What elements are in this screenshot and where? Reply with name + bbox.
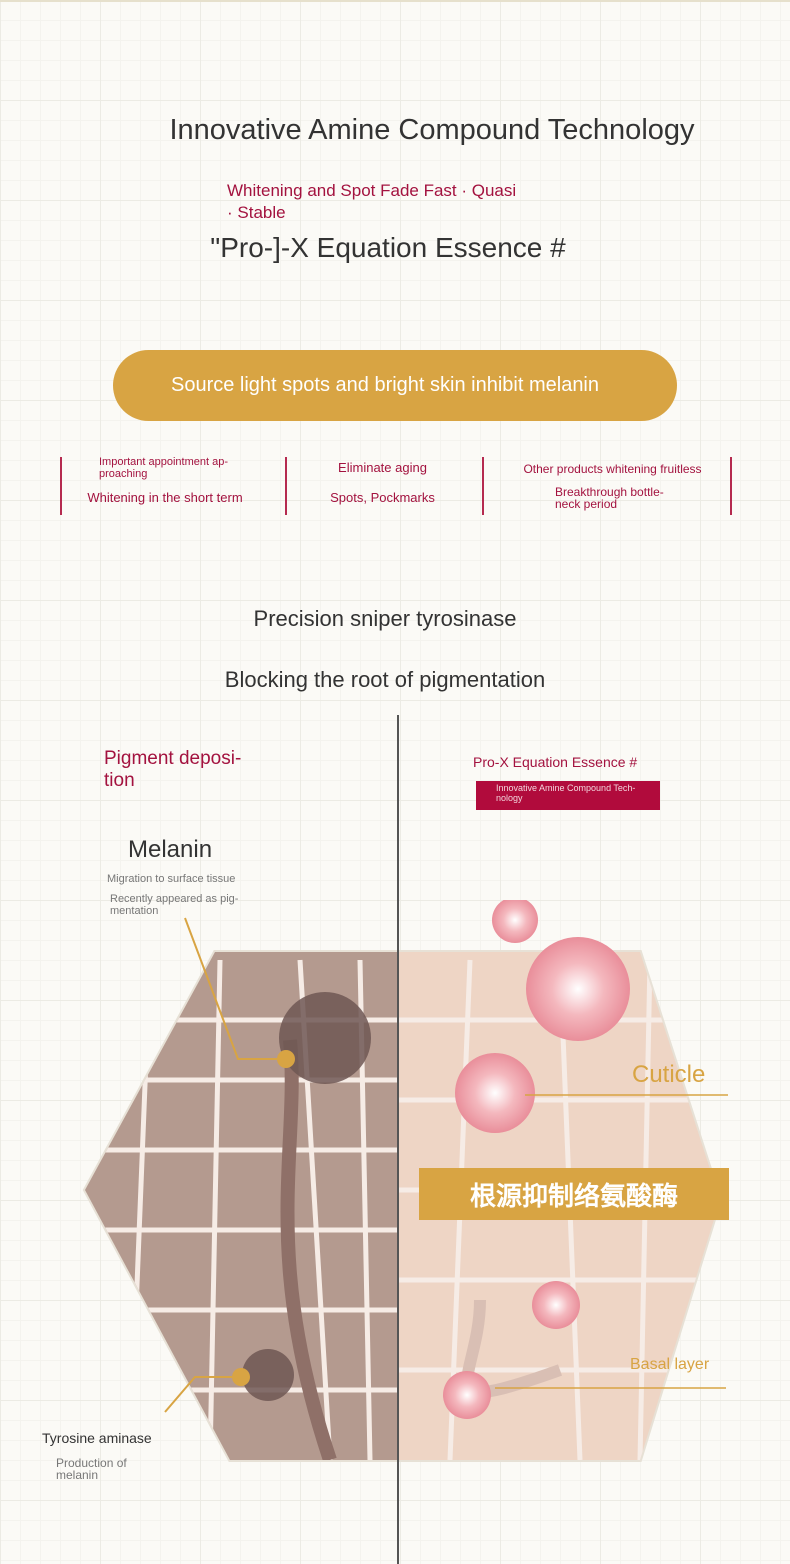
cuticle-label: Cuticle xyxy=(632,1061,706,1088)
feature-3-bottom: Breakthrough bottle-neck period xyxy=(555,485,664,511)
subtitle: Whitening and Spot Fade Fast · Quasi · St… xyxy=(227,180,567,224)
section-line-2: Blocking the root of pigmentation xyxy=(224,667,546,692)
feature-2-top: Eliminate aging xyxy=(338,460,427,475)
basal-layer-label: Basal layer xyxy=(630,1356,710,1373)
essence-droplet xyxy=(492,900,538,943)
skin-illustration xyxy=(82,900,728,1462)
melanin-desc-2: Recently appeared as pig-mentation xyxy=(110,893,239,917)
tyrosine-zoom-circle xyxy=(242,1349,294,1401)
section-line-1: Precision sniper tyrosinase xyxy=(253,606,517,631)
divider xyxy=(60,457,62,515)
tyrosine-label: Tyrosine aminase xyxy=(42,1430,152,1446)
feature-2-bottom: Spots, Pockmarks xyxy=(330,490,435,505)
pro-x-tag: Innovative Amine Compound Tech-nology xyxy=(476,781,660,810)
feature-3-top: Other products whitening fruitless xyxy=(523,462,702,476)
center-divider xyxy=(397,715,399,1564)
melanin-zoom-circle xyxy=(279,992,371,1084)
banner-pill: Source light spots and bright skin inhib… xyxy=(113,350,677,421)
top-border xyxy=(0,0,790,2)
divider xyxy=(285,457,287,515)
essence-droplet xyxy=(455,1053,535,1133)
melanin-label: Melanin xyxy=(128,836,213,863)
melanin-desc-1: Migration to surface tissue xyxy=(107,873,236,885)
chinese-band: 根源抑制络氨酸酶 xyxy=(419,1168,729,1220)
product-name: "Pro-]-X Equation Essence # xyxy=(210,232,566,263)
subtitle-line-2: · Stable xyxy=(227,203,286,222)
essence-droplet xyxy=(526,937,630,1041)
subtitle-line-1: Whitening and Spot Fade Fast · Quasi xyxy=(227,181,517,200)
tyrosine-desc: Production of melanin xyxy=(56,1456,127,1482)
page-title: Innovative Amine Compound Technology xyxy=(169,114,695,146)
feature-1-bottom: Whitening in the short term xyxy=(87,490,243,505)
pro-x-title: Pro-X Equation Essence # xyxy=(473,754,638,770)
divider xyxy=(730,457,732,515)
feature-1-top: Important appointment ap-proaching xyxy=(99,456,229,480)
essence-droplet xyxy=(532,1281,580,1329)
pigment-deposition-title: Pigment deposi-tion xyxy=(104,748,242,791)
divider xyxy=(482,457,484,515)
essence-droplet xyxy=(443,1371,491,1419)
